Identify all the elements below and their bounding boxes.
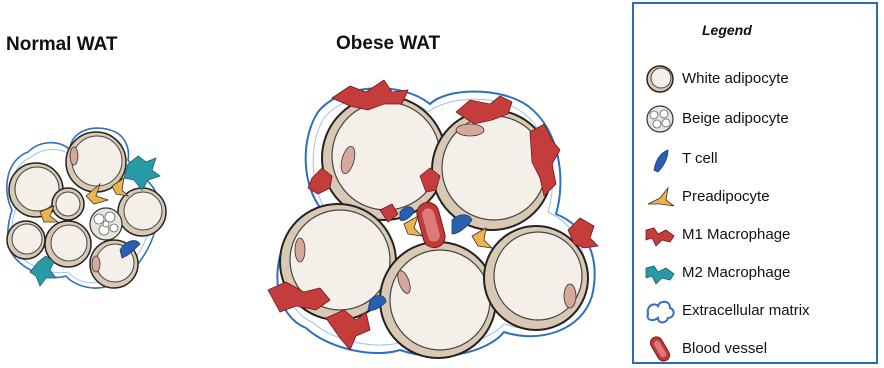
m2-macrophage [30, 256, 56, 286]
legend-item-m1-macrophage: M1 Macrophage [638, 220, 876, 250]
white-adipocyte-icon [642, 64, 678, 94]
legend-item-m2-macrophage: M2 Macrophage [638, 258, 876, 288]
extracellular-matrix-icon [642, 296, 678, 326]
legend-label: Extracellular matrix [682, 302, 810, 319]
white-adipocyte [322, 96, 446, 220]
normal-wat-diagram [0, 0, 630, 368]
legend-label: White adipocyte [682, 70, 789, 87]
beige-adipocyte [90, 208, 122, 240]
blood-vessel [414, 200, 447, 250]
legend-item-white-adipocyte: White adipocyte [638, 64, 876, 94]
legend-label: Preadipocyte [682, 188, 770, 205]
legend-label: M1 Macrophage [682, 226, 790, 243]
legend-item-blood-vessel: Blood vessel [638, 334, 876, 364]
legend-item-t-cell: T cell [638, 144, 876, 174]
white-adipocyte [52, 188, 84, 220]
preadipocyte-icon [642, 182, 678, 212]
white-adipocyte [484, 226, 588, 330]
beige-adipocyte-icon [642, 104, 678, 134]
legend-box: Legend White adipocyte Beige adipocyte T… [632, 2, 878, 364]
legend-item-beige-adipocyte: Beige adipocyte [638, 104, 876, 134]
m2-macrophage-icon [642, 258, 678, 288]
m1-macrophage-icon [642, 220, 678, 250]
preadipocyte [472, 228, 492, 248]
legend-title: Legend [702, 22, 752, 38]
t-cell-icon [642, 144, 678, 174]
legend-label: Beige adipocyte [682, 110, 789, 127]
legend-label: T cell [682, 150, 718, 167]
blood-vessel-icon [642, 334, 678, 364]
legend-label: Blood vessel [682, 340, 767, 357]
legend-label: M2 Macrophage [682, 264, 790, 281]
white-adipocyte [432, 110, 552, 230]
legend-item-preadipocyte: Preadipocyte [638, 182, 876, 212]
legend-item-extracellular-matrix: Extracellular matrix [638, 296, 876, 326]
white-adipocyte [380, 242, 496, 358]
white-adipocyte [7, 221, 45, 259]
